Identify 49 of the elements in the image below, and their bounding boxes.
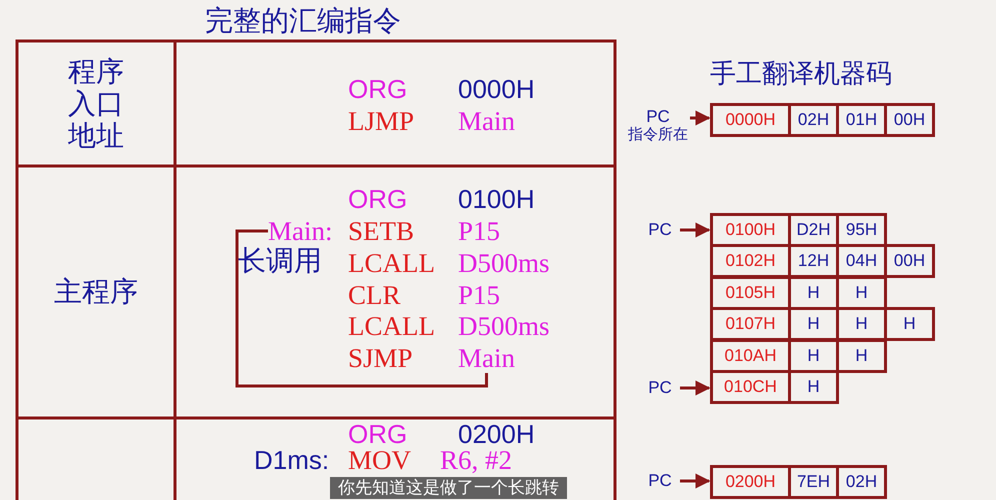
memory-cell: H [836,339,887,373]
code-text: 0100H [458,184,535,214]
memory-cell: 01H [836,103,887,137]
memory-cell: H [836,276,887,310]
code-text: P15 [458,216,500,246]
memory-cell: 02H [788,103,839,137]
bracket-line [236,230,488,388]
code-text: SETB [348,216,414,246]
annotation-text: 长调用 [238,246,322,276]
memory-cell: 010CH [710,370,791,404]
code-text: D1ms: [254,445,330,475]
memory-cell: 02H [836,465,887,499]
row-header: 程序入口地址 [67,56,125,152]
memory-cell: 00H [884,244,935,278]
memory-cell: 7EH [788,465,839,499]
subtitle-caption: 你先知道这是做了一个长跳转 [330,477,567,499]
title: 完整的汇编指令 [205,4,401,38]
section-heading: 手工翻译机器码 [710,58,892,88]
arrow [690,110,710,126]
arrow [680,474,710,488]
code-text: CLR [348,280,401,310]
code-text: ORG [348,184,408,214]
arrow [680,380,710,396]
memory-cell: 95H [836,213,887,247]
memory-cell: H [788,370,839,404]
pc-label: PC 指令所在 [626,108,690,146]
memory-cell: 0200H [710,465,791,499]
memory-cell: 0102H [710,244,791,278]
arrow [680,222,710,238]
pc-label: PC [640,218,680,242]
memory-cell: 0000H [710,103,791,137]
memory-cell: H [884,307,935,341]
pc-label: PC [640,376,680,400]
code-text: Main [458,106,515,136]
code-operand: Main [458,343,515,373]
code-text: LJMP [348,106,414,136]
row-header: 主程序 [53,276,139,308]
code-text: LCALL [348,248,435,278]
memory-cell: 0107H [710,307,791,341]
code-text: LCALL [348,311,435,341]
memory-cell: 00H [884,103,935,137]
code-text: SJMP [348,343,413,373]
code-text: D500ms [458,311,550,341]
code-text: 0000H [458,74,535,104]
code-text: P15 [458,280,500,310]
code-label: Main: [268,216,332,246]
pc-label: PC [640,469,680,493]
code-text: D500ms [458,248,550,278]
code-text: ORG [348,74,408,104]
